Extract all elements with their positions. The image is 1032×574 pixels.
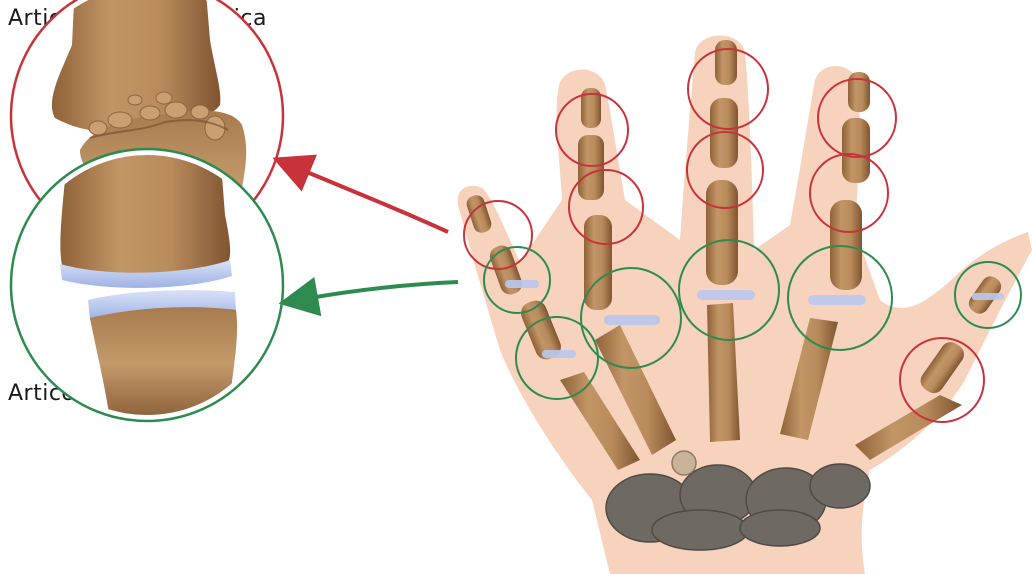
phalanx (584, 215, 612, 310)
hand-illustration (458, 36, 1032, 574)
phalanx (830, 200, 862, 290)
healthy-joint-zoom (11, 149, 283, 421)
phalanx (578, 135, 604, 200)
phalanx (848, 72, 870, 112)
healthy-pointer-arrow (310, 282, 458, 298)
phalanx (706, 180, 738, 285)
phalanx (842, 118, 870, 183)
arthritic-pointer-arrow (302, 170, 448, 232)
phalanx (715, 40, 737, 85)
